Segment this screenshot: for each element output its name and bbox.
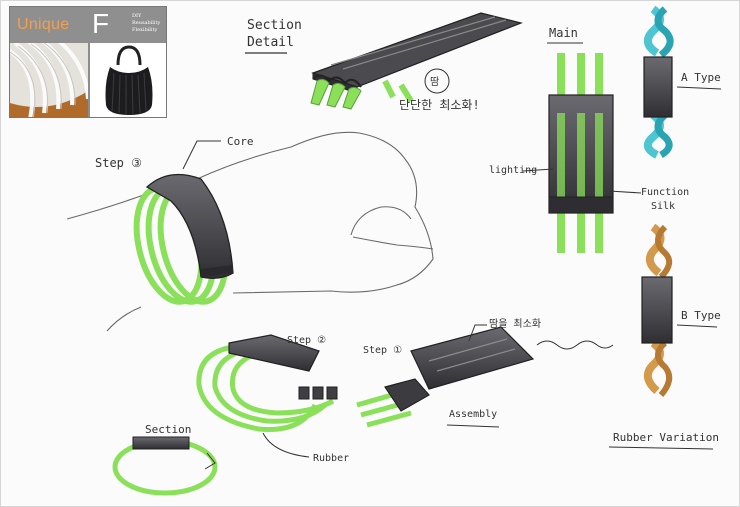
label-a-type: A Type <box>681 71 721 84</box>
section-detail-sketch <box>310 12 523 110</box>
b-type-sketch <box>641 223 673 397</box>
label-section-detail-1: Section <box>247 18 302 33</box>
label-step1: Step ① <box>363 345 402 356</box>
label-section: Section <box>145 423 191 436</box>
leader-rubber <box>262 432 310 458</box>
brand-bar <box>10 7 166 43</box>
brand-letter: F <box>92 8 110 39</box>
label-b-type: B Type <box>681 309 721 322</box>
underline-assembly <box>446 424 500 428</box>
step1-sketch <box>356 326 535 428</box>
leader-function-silk <box>608 190 642 194</box>
label-sweat-note: 땀을 최소화 <box>489 318 541 330</box>
leader-lighting <box>522 168 554 172</box>
label-function: Function <box>641 187 689 198</box>
label-assembly: Assembly <box>449 409 497 420</box>
underline-rubber-variation <box>608 446 714 450</box>
label-lighting: lighting <box>489 165 537 176</box>
keyword-3: Flexibility <box>132 27 158 33</box>
step2-sketch <box>196 334 338 432</box>
wavy-line <box>536 340 614 350</box>
label-step2: Step ② <box>287 335 326 346</box>
bracelet-step3 <box>133 173 234 305</box>
underline-b-type <box>676 324 718 328</box>
brand-name: Unique <box>17 16 70 33</box>
bag-photo <box>90 43 166 117</box>
label-korean-mark: 땀 <box>430 76 439 88</box>
keyword-1: DIY <box>132 13 142 19</box>
main-module-sketch <box>548 53 614 253</box>
korean-mark-circle <box>424 68 450 94</box>
brand-panel: Unique F DIY Reusability Flexibility <box>9 6 167 118</box>
section-ring-sketch <box>112 436 218 496</box>
label-main: Main <box>549 26 578 40</box>
label-rubber: Rubber <box>313 453 349 464</box>
label-rubber-variation: Rubber Variation <box>613 431 719 444</box>
brand-keywords: DIY Reusability Flexibility <box>132 13 160 34</box>
leader-core <box>182 140 221 170</box>
a-type-sketch <box>643 5 674 159</box>
leader-sweat-note <box>468 324 487 342</box>
underline-a-type <box>676 86 722 90</box>
ribbed-structure-photo <box>10 43 88 117</box>
label-core: Core <box>227 135 254 148</box>
label-korean-note: 단단한 최소화! <box>399 98 480 112</box>
label-section-detail-2: Detail <box>247 35 294 50</box>
keyword-2: Reusability <box>132 20 161 26</box>
label-silk: Silk <box>651 201 675 212</box>
label-step3: Step ③ <box>95 156 142 170</box>
